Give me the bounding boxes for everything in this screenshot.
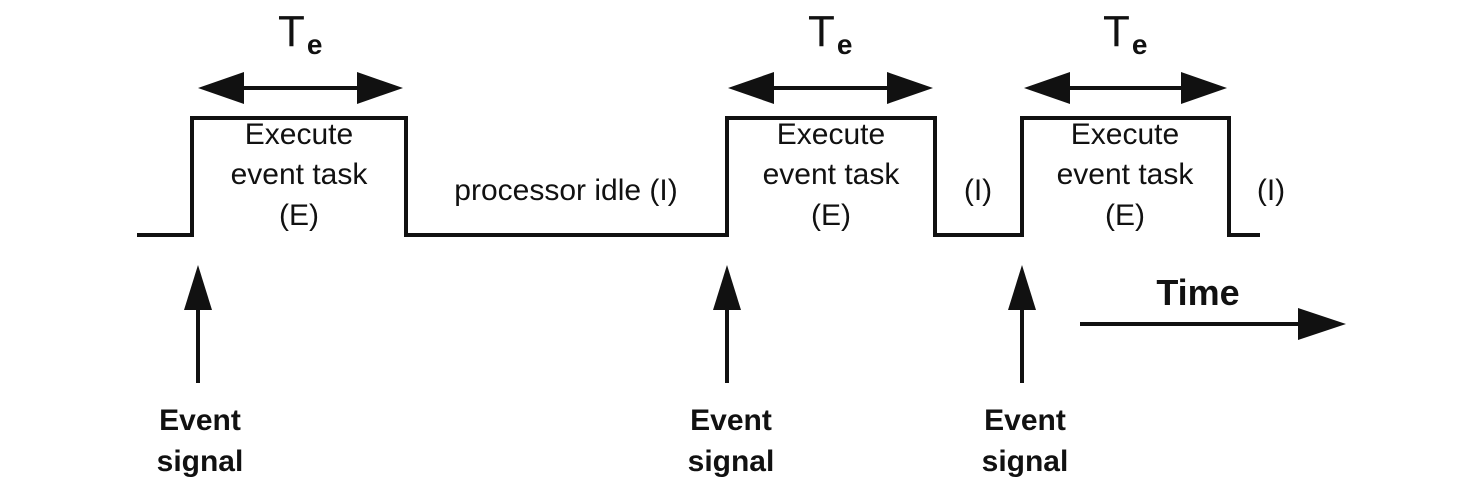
event-label-line2-2: signal <box>688 445 775 478</box>
event-label-line1-1: Event <box>159 404 241 437</box>
event-arrow-head-3 <box>1008 265 1036 310</box>
task-label-line1-1: Execute <box>245 118 353 151</box>
svg-text:Te: Te <box>808 7 852 60</box>
event-signal-3: Event signal <box>982 265 1069 478</box>
task-label-line3-1: (E) <box>279 199 319 232</box>
te-duration-arrow-3 <box>1024 72 1227 104</box>
event-arrow-head-2 <box>713 265 741 310</box>
signal-waveform <box>137 116 1260 237</box>
te-duration-arrow-2 <box>728 72 933 104</box>
task-label-line3-3: (E) <box>1105 199 1145 232</box>
idle-label-3: (I) <box>1257 174 1285 207</box>
event-label-line2-3: signal <box>982 445 1069 478</box>
te-main-1: T <box>278 7 305 56</box>
te-subscript-2: e <box>837 29 853 60</box>
pulse-2: Te Execute event task (E) <box>728 7 933 232</box>
te-subscript-1: e <box>307 29 323 60</box>
time-arrow-head <box>1298 308 1346 340</box>
task-label-line1-2: Execute <box>777 118 885 151</box>
time-label: Time <box>1156 272 1239 313</box>
te-label-1: Te <box>278 7 322 60</box>
task-label-line2-1: event task <box>231 158 369 191</box>
te-main-3: T <box>1103 7 1130 56</box>
event-arrow-head-1 <box>184 265 212 310</box>
event-label-line2-1: signal <box>157 445 244 478</box>
task-label-line1-3: Execute <box>1071 118 1179 151</box>
event-label-line1-3: Event <box>984 404 1066 437</box>
svg-text:Te: Te <box>278 7 322 60</box>
idle-label-2: (I) <box>964 174 992 207</box>
te-label-2: Te <box>808 7 852 60</box>
te-label-3: Te <box>1103 7 1147 60</box>
idle-label-1: processor idle (I) <box>454 174 677 207</box>
event-signal-1: Event signal <box>157 265 244 478</box>
pulse-1: Te Execute event task (E) <box>198 7 403 232</box>
time-axis: Time <box>1080 272 1346 340</box>
event-label-line1-2: Event <box>690 404 772 437</box>
task-label-line2-3: event task <box>1057 158 1195 191</box>
te-main-2: T <box>808 7 835 56</box>
te-duration-arrow-1 <box>198 72 403 104</box>
event-signal-2: Event signal <box>688 265 775 478</box>
task-label-line3-2: (E) <box>811 199 851 232</box>
task-label-line2-2: event task <box>763 158 901 191</box>
te-subscript-3: e <box>1132 29 1148 60</box>
pulse-3: Te Execute event task (E) <box>1024 7 1227 232</box>
svg-text:Te: Te <box>1103 7 1147 60</box>
